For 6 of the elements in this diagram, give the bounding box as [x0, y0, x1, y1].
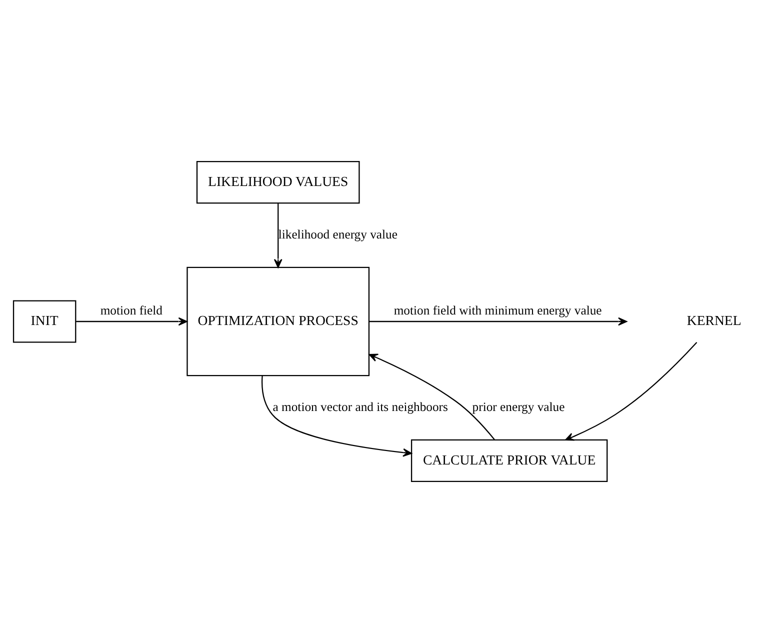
edge-label: prior energy value	[472, 399, 565, 414]
edge-label: motion field with minimum energy value	[394, 302, 602, 317]
node-text: KERNEL	[686, 312, 742, 328]
edge-label: a motion vector and its neighboors	[272, 399, 448, 414]
edge-label: likelihood energy value	[278, 226, 398, 241]
edge-label: motion field	[100, 302, 163, 317]
